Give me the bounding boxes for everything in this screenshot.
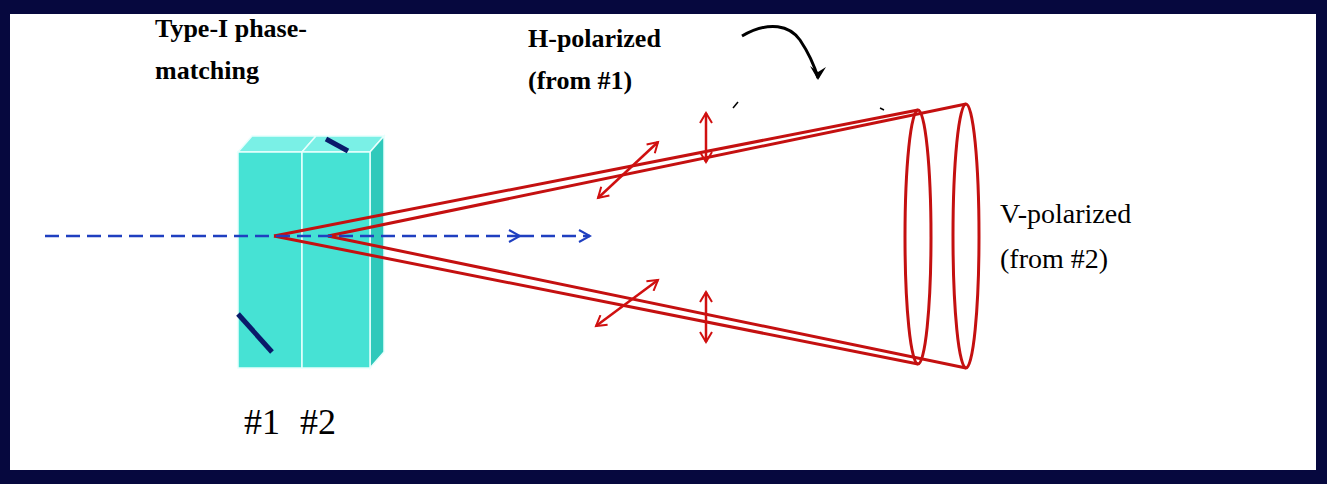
- heading-label: Type-I phase-matching: [155, 8, 355, 91]
- polarization-arrows: [596, 113, 706, 342]
- emission-cones: [274, 104, 979, 368]
- annotation-label: H-polarized (from #1): [528, 18, 708, 101]
- pump-beam: [45, 236, 590, 237]
- crystal-number: #1: [244, 400, 304, 445]
- pointer-arrow: [742, 26, 818, 78]
- crystal-number: #2: [300, 400, 360, 445]
- annotation-label: V-polarized (from #2): [1000, 192, 1170, 282]
